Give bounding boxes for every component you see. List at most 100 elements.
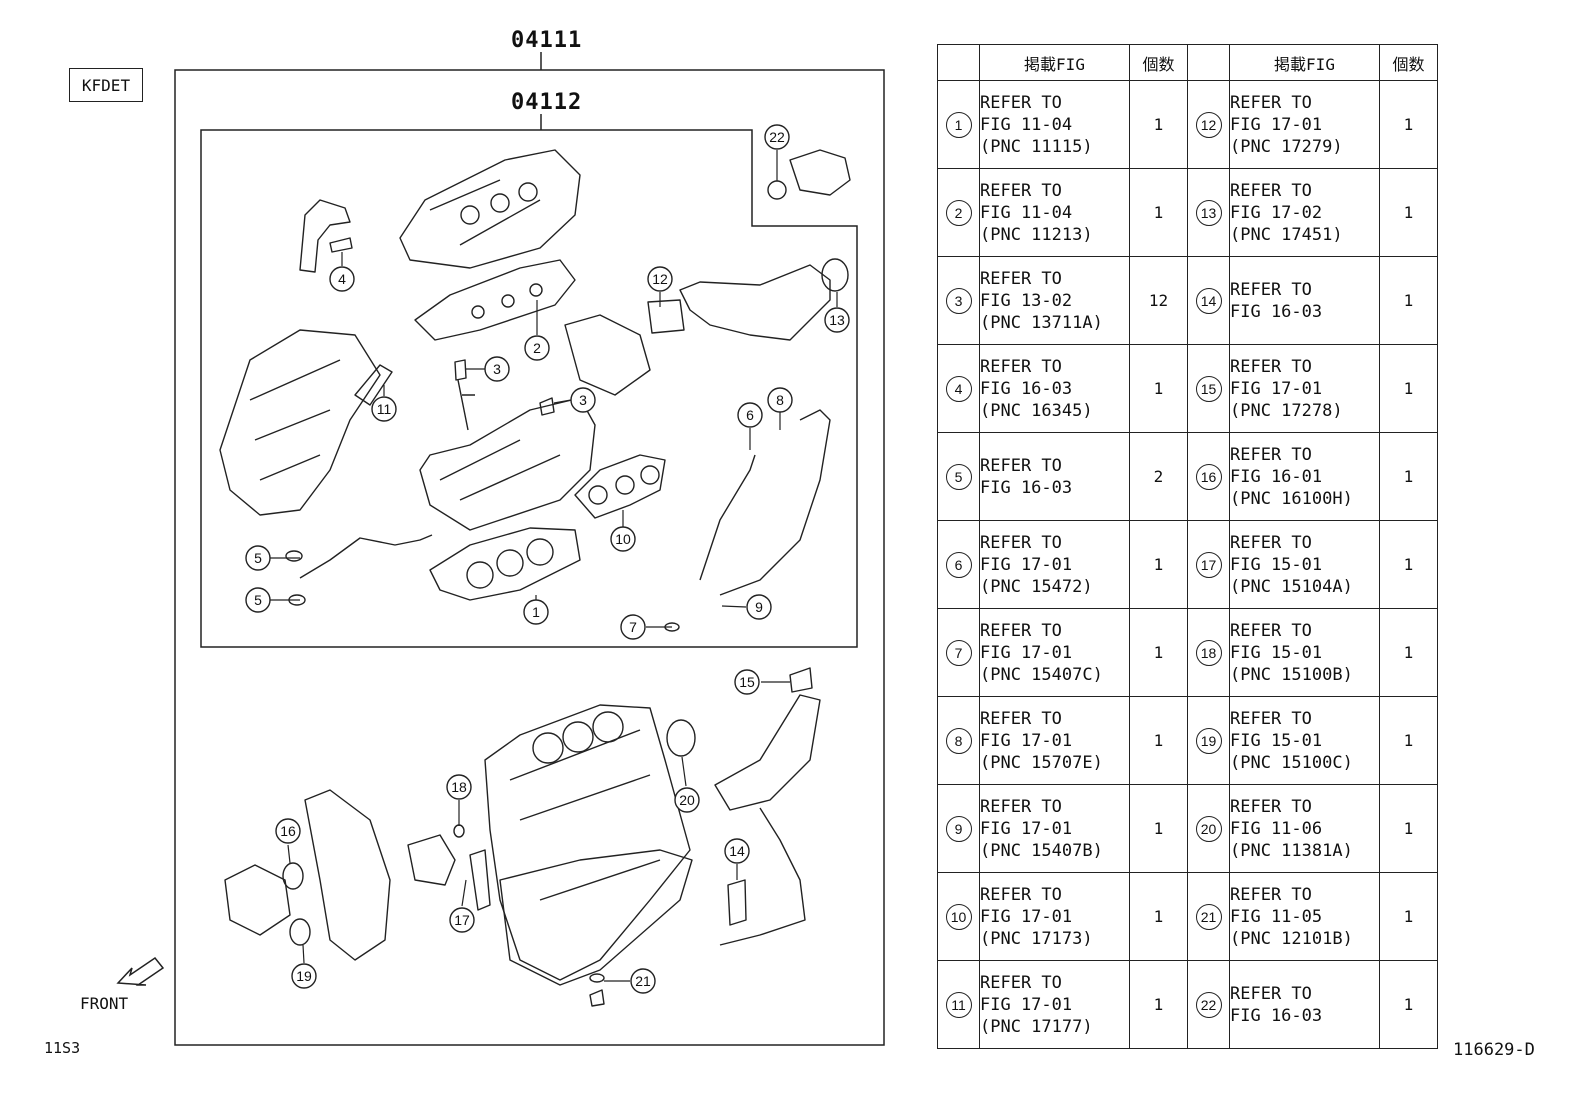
quantity: 1 bbox=[1379, 872, 1438, 961]
callout-label-19: 19 bbox=[296, 968, 312, 984]
callout-bubble-12 bbox=[647, 266, 673, 292]
ref-number-cell: 12 bbox=[1187, 80, 1230, 169]
header-qty-right: 個数 bbox=[1379, 44, 1438, 81]
ref-number: 7 bbox=[945, 639, 972, 666]
ref-number: 11 bbox=[945, 991, 972, 1018]
callout-label-14: 14 bbox=[729, 843, 745, 859]
converter-gasket bbox=[821, 258, 849, 292]
callout-label-7: 7 bbox=[629, 619, 637, 635]
quantity: 1 bbox=[1129, 872, 1188, 961]
callout-bubble-13 bbox=[824, 307, 850, 333]
callout-bubble-7 bbox=[620, 614, 646, 640]
ref-number: 3 bbox=[945, 287, 972, 314]
quantity: 1 bbox=[1129, 344, 1188, 433]
ref-number-cell: 11 bbox=[937, 960, 980, 1049]
fig-reference: REFER TO FIG 16-03 bbox=[1229, 256, 1380, 345]
engine-code-box: KFDET bbox=[69, 68, 143, 102]
callout-label-12: 12 bbox=[652, 271, 668, 287]
callout-bubble-21 bbox=[630, 968, 656, 994]
thermostat-housing bbox=[564, 314, 651, 396]
intake-manifold bbox=[219, 329, 381, 516]
quantity: 1 bbox=[1379, 432, 1438, 521]
quantity: 1 bbox=[1129, 80, 1188, 169]
catalytic-converter bbox=[679, 264, 831, 341]
callout-bubble-9 bbox=[746, 594, 772, 620]
callout-label-18: 18 bbox=[451, 779, 467, 795]
oil-pan bbox=[499, 849, 693, 986]
fig-reference: REFER TO FIG 16-03 (PNC 16345) bbox=[979, 344, 1130, 433]
kit-main-frame bbox=[174, 69, 885, 1046]
oil-seal-19 bbox=[289, 918, 311, 946]
callout-bubble-8 bbox=[767, 387, 793, 413]
ref-number: 1 bbox=[945, 111, 972, 138]
rear-oil-seal bbox=[666, 719, 696, 757]
ref-number: 18 bbox=[1195, 639, 1222, 666]
cylinder-block bbox=[484, 704, 691, 981]
callout-bubble-15 bbox=[734, 669, 760, 695]
quantity: 1 bbox=[1129, 168, 1188, 257]
callout-bubble-1 bbox=[523, 599, 549, 625]
ref-number: 6 bbox=[945, 551, 972, 578]
callout-label-4: 4 bbox=[338, 271, 346, 287]
ref-number-cell: 15 bbox=[1187, 344, 1230, 433]
ref-number-cell: 13 bbox=[1187, 168, 1230, 257]
water-outlet bbox=[299, 199, 351, 273]
cylinder-head-cover bbox=[399, 149, 581, 269]
fig-reference: REFER TO FIG 16-03 bbox=[1229, 960, 1380, 1049]
ref-number: 20 bbox=[1195, 815, 1222, 842]
callout-bubble-16 bbox=[275, 818, 301, 844]
callout-label-9: 9 bbox=[755, 599, 763, 615]
callout-bubble-18 bbox=[446, 774, 472, 800]
callout-label-2: 2 bbox=[533, 340, 541, 356]
fig-reference: REFER TO FIG 11-04 (PNC 11213) bbox=[979, 168, 1130, 257]
quantity: 1 bbox=[1129, 784, 1188, 873]
callout-label-3a: 3 bbox=[493, 361, 501, 377]
bolt-3a bbox=[454, 359, 467, 381]
ref-number: 14 bbox=[1195, 287, 1222, 314]
quantity: 1 bbox=[1129, 520, 1188, 609]
ref-number-cell: 20 bbox=[1187, 784, 1230, 873]
bore-hole bbox=[466, 561, 494, 589]
ref-number-cell: 1 bbox=[937, 80, 980, 169]
quantity: 1 bbox=[1379, 344, 1438, 433]
oil-pump-gasket bbox=[469, 849, 491, 911]
callout-bubble-2 bbox=[524, 335, 550, 361]
pcv-valve bbox=[789, 149, 851, 196]
engine-code: KFDET bbox=[81, 75, 131, 95]
kit-number-sub: 04112 bbox=[511, 90, 583, 115]
fig-reference: REFER TO FIG 15-01 (PNC 15100C) bbox=[1229, 696, 1380, 785]
quantity: 1 bbox=[1379, 608, 1438, 697]
table-header-row: 掲載FIG 個数 掲載FIG 個数 bbox=[937, 44, 1438, 81]
callout-label-11: 11 bbox=[377, 401, 392, 417]
quantity: 1 bbox=[1379, 80, 1438, 169]
ref-number: 21 bbox=[1195, 903, 1222, 930]
callout-bubble-3a bbox=[484, 356, 510, 382]
front-arrow-icon bbox=[116, 956, 165, 986]
quantity: 1 bbox=[1379, 696, 1438, 785]
callout-label-21: 21 bbox=[635, 973, 651, 989]
callout-label-22: 22 bbox=[769, 129, 785, 145]
cylinder-head bbox=[419, 397, 596, 531]
callout-label-3b: 3 bbox=[579, 392, 587, 408]
fig-reference: REFER TO FIG 17-01 (PNC 15472) bbox=[979, 520, 1130, 609]
page-code: 11S3 bbox=[44, 1039, 81, 1057]
kit-number-main: 04111 bbox=[511, 28, 583, 53]
callout-bubble-3b bbox=[570, 387, 596, 413]
quantity: 12 bbox=[1129, 256, 1188, 345]
callout-label-20: 20 bbox=[679, 792, 695, 808]
header-no-right bbox=[1187, 44, 1230, 81]
valve-guide bbox=[457, 379, 475, 431]
ref-number-cell: 2 bbox=[937, 168, 980, 257]
fig-reference: REFER TO FIG 11-06 (PNC 11381A) bbox=[1229, 784, 1380, 873]
callout-bubble-6 bbox=[737, 402, 763, 428]
bolt-3b bbox=[539, 397, 555, 416]
exhaust-manifold-gasket bbox=[574, 454, 666, 519]
